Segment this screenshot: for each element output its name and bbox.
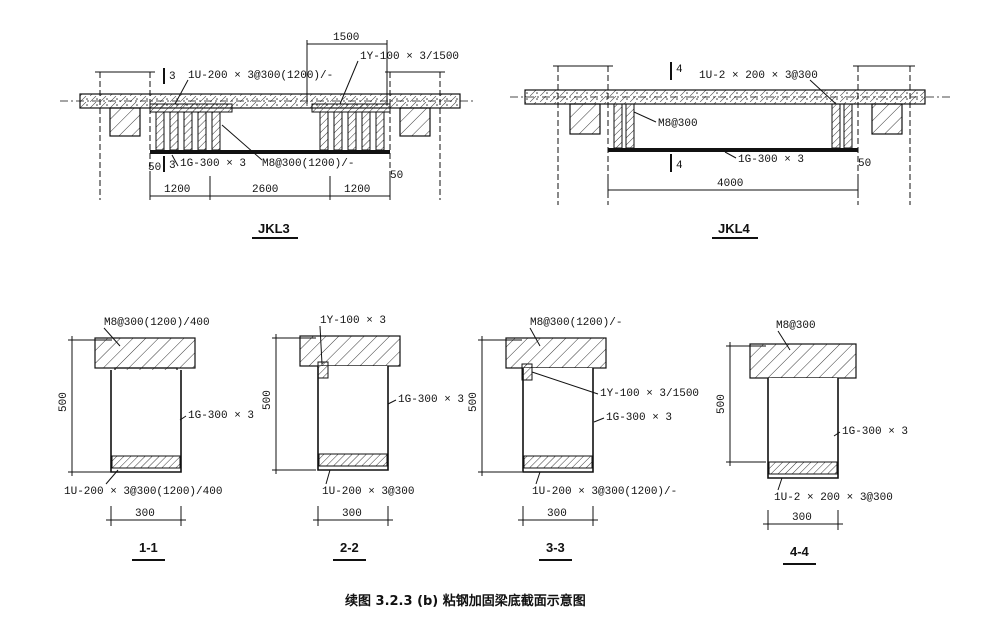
jkl4-right-column xyxy=(871,103,903,135)
section-3-3-side-label: 1G-300 × 3 xyxy=(606,412,672,424)
jkl3-title: JKL3 xyxy=(258,221,290,236)
jkl4-section-mark-top: 4 xyxy=(676,64,683,76)
jkl3-left-column xyxy=(109,107,141,137)
jkl3-label-m8: M8@300(1200)/- xyxy=(262,158,354,170)
section-1-1-height: 500 xyxy=(58,392,70,412)
jkl3-dim-50-right: 50 xyxy=(390,170,403,182)
section-3-3: 500 M8@300(1200)/- 1Y-100 × 3/1500 1G-30… xyxy=(468,317,699,561)
section-2-2-side-label: 1G-300 × 3 xyxy=(398,394,464,406)
jkl3-label-1y: 1Y-100 × 3/1500 xyxy=(360,51,459,63)
section-4-4-side-label: 1G-300 × 3 xyxy=(842,426,908,438)
jkl3-label-1u: 1U-200 × 3@300(1200)/- xyxy=(188,70,333,82)
section-3-3-width: 300 xyxy=(547,508,567,520)
section-2-2: 500 1Y-100 × 3 1G-300 × 3 1U-200 × 3@300… xyxy=(262,315,464,561)
section-2-2-width: 300 xyxy=(342,508,362,520)
jkl3-elevation: 3 3 1500 1Y-100 × 3/1500 1U-200 × 3@300(… xyxy=(60,32,475,239)
section-4-4-top-label: M8@300 xyxy=(776,320,816,332)
section-4-4: 500 M8@300 1G-300 × 3 1U-2 × 200 × 3@300… xyxy=(716,320,908,565)
jkl3-bottom-plate xyxy=(150,150,390,154)
jkl4-bottom-plate xyxy=(608,148,858,152)
section-4-4-height: 500 xyxy=(716,394,728,414)
jkl4-left-column xyxy=(569,103,601,135)
section-3-3-name: 3-3 xyxy=(546,540,565,555)
jkl4-elevation: 4 4 1U-2 × 200 × 3@300 M8@300 1G-300 × 3… xyxy=(510,62,950,239)
jkl4-section-mark-bottom: 4 xyxy=(676,160,683,172)
section-1-1-width: 300 xyxy=(135,508,155,520)
jkl3-label-1g: 1G-300 × 3 xyxy=(180,158,246,170)
section-4-4-width: 300 xyxy=(792,512,812,524)
section-2-2-top-label: 1Y-100 × 3 xyxy=(320,315,386,327)
section-1-1-bottom-label: 1U-200 × 3@300(1200)/400 xyxy=(64,486,222,498)
jkl4-title: JKL4 xyxy=(718,221,751,236)
section-3-3-top-label: M8@300(1200)/- xyxy=(530,317,622,329)
section-1-1: 500 M8@300(1200)/400 1G-300 × 3 1U-200 ×… xyxy=(58,317,254,561)
section-1-1-slab xyxy=(94,337,196,369)
section-3-3-height: 500 xyxy=(468,392,480,412)
jkl3-section-mark-top: 3 xyxy=(169,71,176,83)
section-2-2-bottom-label: 1U-200 × 3@300 xyxy=(322,486,414,498)
jkl4-label-1u: 1U-2 × 200 × 3@300 xyxy=(699,70,818,82)
section-2-2-slab xyxy=(299,335,401,367)
jkl4-dim-4000: 4000 xyxy=(717,178,743,190)
section-1-1-top-label: M8@300(1200)/400 xyxy=(104,317,210,329)
section-4-4-bottom-label: 1U-2 × 200 × 3@300 xyxy=(774,492,893,504)
section-4-4-name: 4-4 xyxy=(790,544,810,559)
section-2-2-name: 2-2 xyxy=(340,540,359,555)
jkl3-section-mark-bottom: 3 xyxy=(169,160,176,172)
jkl4-dim-50: 50 xyxy=(858,158,871,170)
jkl4-label-m8: M8@300 xyxy=(658,118,698,130)
section-3-3-slab xyxy=(505,337,607,369)
jkl3-dim-50-left: 50 xyxy=(148,162,161,174)
section-1-1-name: 1-1 xyxy=(139,540,158,555)
section-1-1-side-label: 1G-300 × 3 xyxy=(188,410,254,422)
figure-caption: 续图 3.2.3 (b) 粘钢加固梁底截面示意图 xyxy=(345,593,586,609)
jkl3-dim-1200-right: 1200 xyxy=(344,184,370,196)
jkl3-dim-1200-left: 1200 xyxy=(164,184,190,196)
jkl3-dim-2600: 2600 xyxy=(252,184,278,196)
section-3-3-bottom-label: 1U-200 × 3@300(1200)/- xyxy=(532,486,677,498)
jkl4-label-1g: 1G-300 × 3 xyxy=(738,154,804,166)
section-3-3-side-label2: 1Y-100 × 3/1500 xyxy=(600,388,699,400)
jkl3-dim-1500: 1500 xyxy=(333,32,359,44)
section-2-2-height: 500 xyxy=(262,390,274,410)
section-4-4-slab xyxy=(749,343,857,379)
jkl3-right-column xyxy=(399,107,431,137)
